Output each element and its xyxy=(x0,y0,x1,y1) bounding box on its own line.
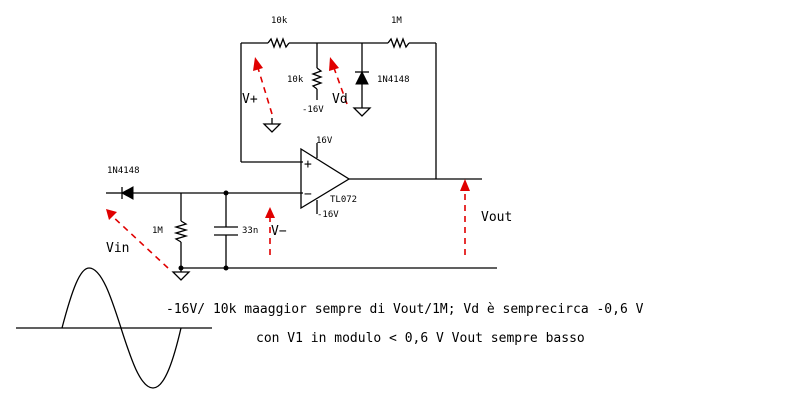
vin-arrow xyxy=(110,214,169,269)
diode-1n4148-feedback xyxy=(355,70,369,85)
label-opamp-vneg: -16V xyxy=(317,210,339,220)
resistor-1m-top xyxy=(387,37,410,49)
label-r-feedback-out: 1M xyxy=(391,16,402,26)
note-line-1: -16V/ 10k maaggior sempre di Vout/1M; Vd… xyxy=(166,302,644,317)
label-r-bias-supply: -16V xyxy=(302,105,324,115)
label-opamp-vpos: 16V xyxy=(316,136,333,146)
label-vin: Vin xyxy=(106,241,129,256)
vplus-arrow xyxy=(257,67,273,115)
label-r-input: 1M xyxy=(152,226,163,236)
sine-wave-input xyxy=(16,267,212,389)
label-diode-feedback: 1N4148 xyxy=(377,75,410,85)
opamp-minus-sign: − xyxy=(304,187,312,202)
opamp-tl072 xyxy=(244,143,482,214)
opamp-plus-sign: + xyxy=(304,157,312,172)
feedback-network xyxy=(240,37,437,179)
ground-symbol xyxy=(171,271,191,281)
label-r-bias: 10k xyxy=(287,75,304,85)
label-vplus: V+ xyxy=(242,92,258,107)
resistor-1m-input xyxy=(173,220,189,243)
label-vminus: V− xyxy=(271,224,287,239)
label-vout: Vout xyxy=(481,210,512,225)
label-capacitor: 33n xyxy=(242,226,258,236)
note-line-2: con V1 in modulo < 0,6 V Vout sempre bas… xyxy=(256,331,585,346)
label-vd: Vd xyxy=(332,92,348,107)
input-network xyxy=(106,186,497,281)
label-diode-input: 1N4148 xyxy=(107,166,140,176)
ground-symbol xyxy=(352,107,372,117)
ground-symbol xyxy=(262,123,282,133)
resistor-10k-bias xyxy=(311,67,323,90)
diode-1n4148-input xyxy=(120,186,134,200)
resistor-10k-top xyxy=(267,37,290,49)
measurement-arrows xyxy=(106,57,470,269)
label-r-feedback-in: 10k xyxy=(271,16,288,26)
label-opamp: TL072 xyxy=(330,195,357,205)
